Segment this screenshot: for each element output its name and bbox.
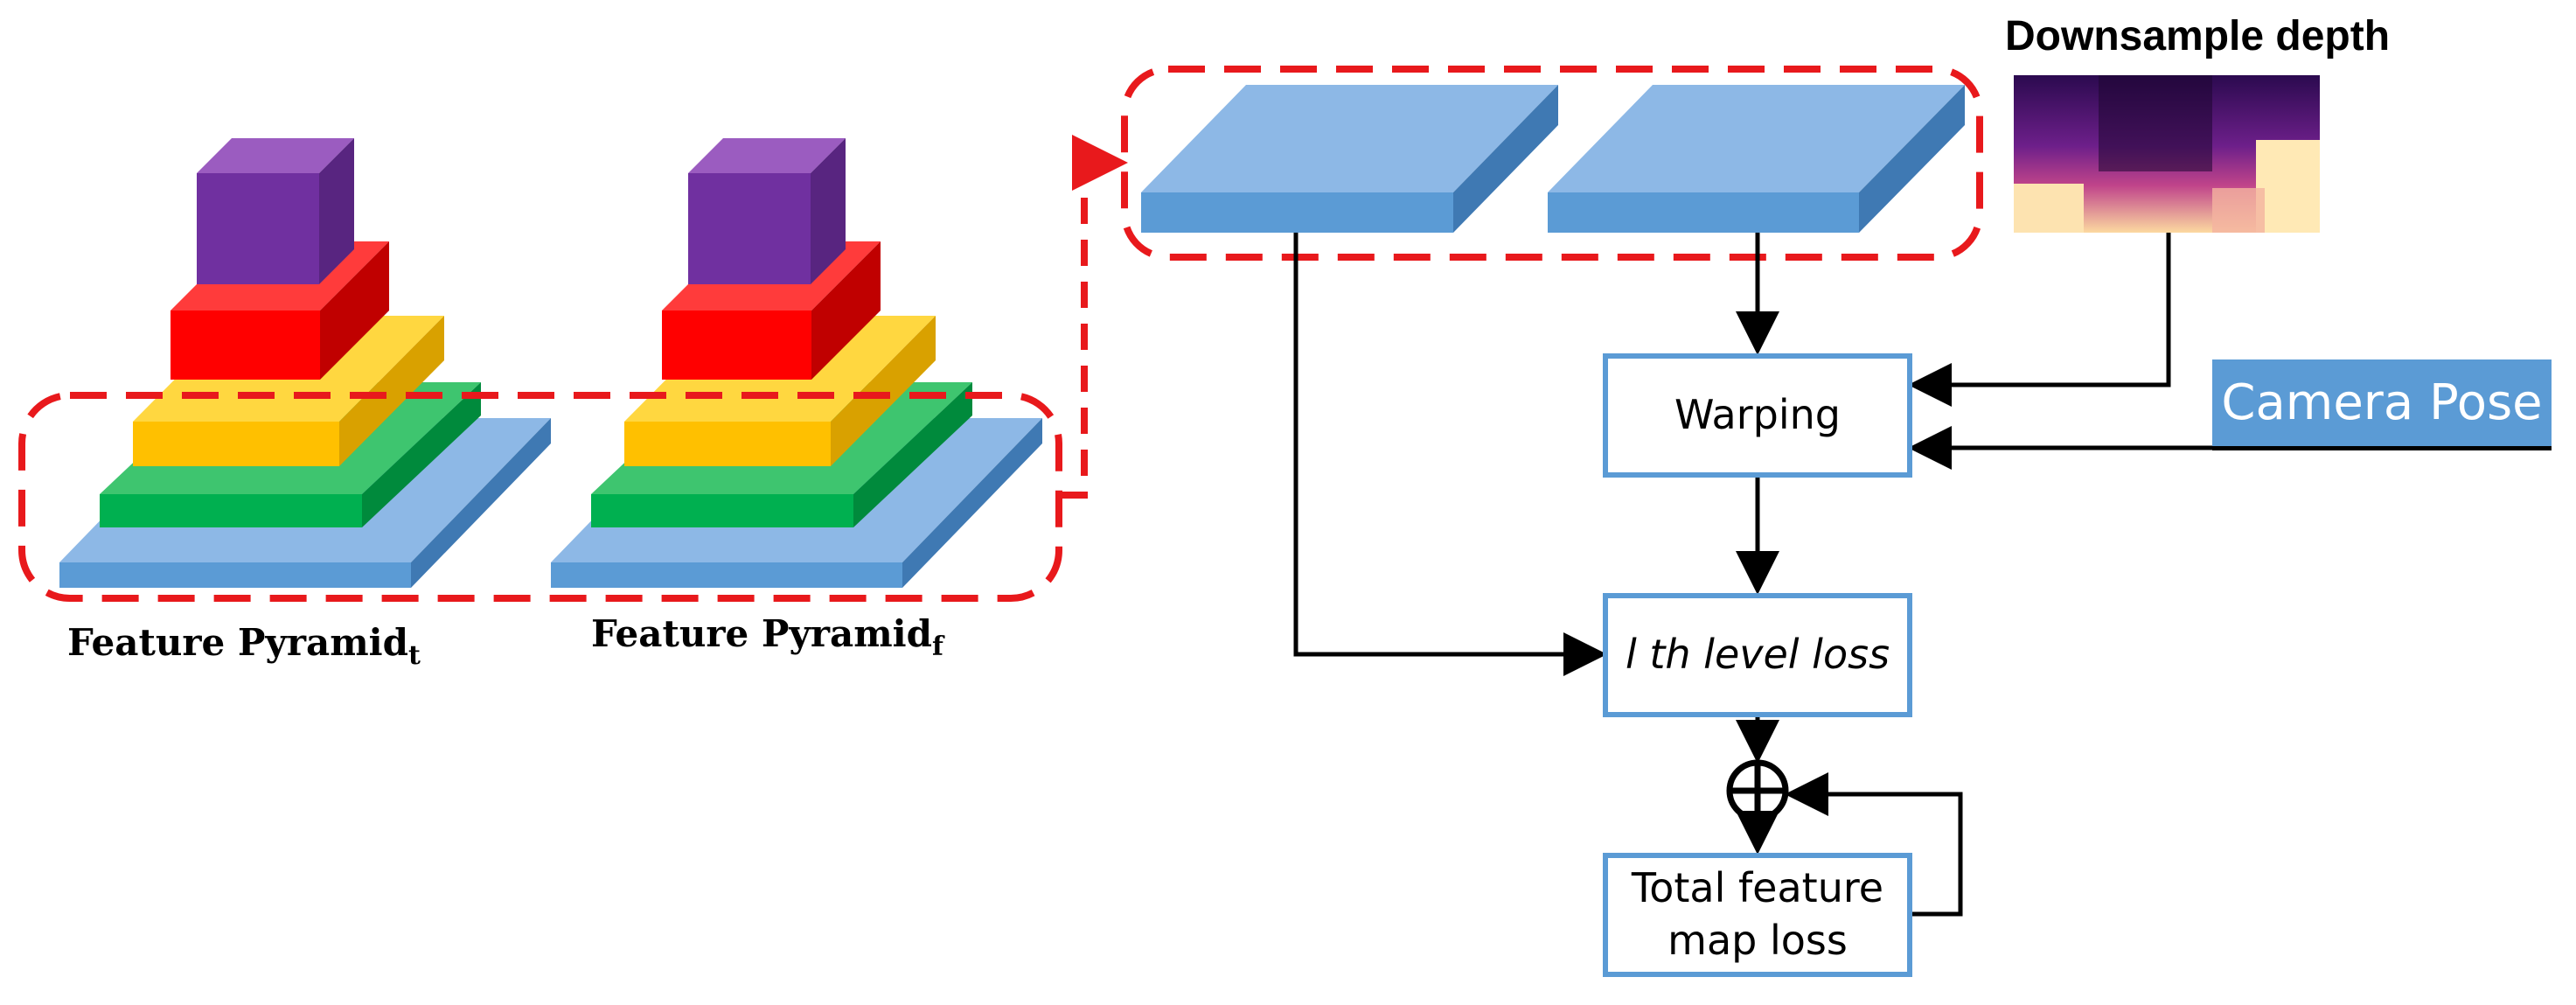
feature-pyramid-t <box>59 138 551 588</box>
pyramid-t-label: Feature Pyramidt <box>67 621 421 671</box>
warping-box: Warping <box>1603 353 1912 478</box>
camera-pose-label: Camera Pose <box>2212 359 2552 450</box>
pyramid-bottom-dashed-region <box>18 392 1062 602</box>
feedback-arrow-total-loss-to-sum <box>1785 772 1963 917</box>
arrow-depth-to-warping <box>1908 233 2171 407</box>
total-loss-box: Total feature map loss <box>1603 853 1912 977</box>
pyramid-f-label: Feature Pyramidf <box>591 612 943 662</box>
feature-map-t <box>1141 85 1558 233</box>
level-loss-box: l th level loss <box>1603 593 1912 717</box>
total-loss-label-line1: Total feature <box>1631 864 1884 912</box>
warping-label: Warping <box>1674 391 1841 439</box>
depth-map-image <box>2014 75 2320 233</box>
arrow-feature-t-to-level-loss <box>1293 233 1607 676</box>
feature-map-f <box>1548 85 1965 233</box>
feature-pyramid-f <box>551 138 1042 588</box>
level-loss-label: l th level loss <box>1625 631 1890 679</box>
pyramid-f-purple-level <box>688 138 846 284</box>
dashed-connector-arrow <box>1062 135 1128 499</box>
pyramid-t-purple-level <box>197 138 354 284</box>
total-loss-label-line2: map loss <box>1667 917 1848 964</box>
sum-operator-icon <box>1726 759 1789 822</box>
depth-title: Downsample depth <box>2005 13 2391 59</box>
